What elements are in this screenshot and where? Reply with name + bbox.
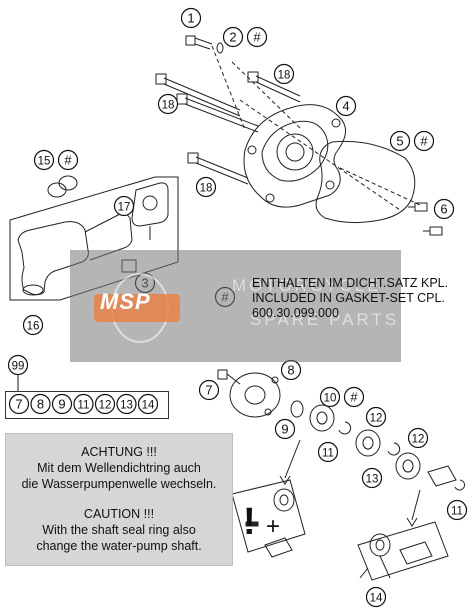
kit-item-8: 8 [30, 393, 51, 415]
svg-text:#: # [420, 134, 428, 149]
callout-c18b: 18 [157, 93, 179, 115]
callout-c5: 5 [389, 130, 411, 152]
kit-item-7: 7 [8, 393, 30, 415]
plus-icon: + [266, 513, 280, 540]
callout-c18a: 18 [273, 63, 295, 85]
svg-text:11: 11 [322, 448, 334, 460]
svg-text:16: 16 [27, 321, 40, 333]
warning-de-title: ACHTUNG !!! [81, 445, 157, 459]
svg-text:7: 7 [15, 397, 22, 412]
long-bolts [155, 71, 301, 185]
svg-text:99: 99 [12, 361, 25, 373]
callout-c12a: 12 [365, 406, 387, 428]
gasket-note-line2: INCLUDED IN GASKET-SET CPL. [252, 291, 445, 305]
svg-text:9: 9 [58, 397, 65, 412]
warning-en-title: CAUTION !!! [83, 507, 155, 521]
callout-c12b: 12 [407, 427, 429, 449]
warning-box: ACHTUNG !!! Mit dem Wellendichtring auch… [5, 433, 233, 566]
callout-c15: 15 [33, 149, 55, 171]
kit-item-12: 12 [94, 393, 116, 415]
shaft-seal-and-bearings [279, 400, 466, 579]
callout-layer: 12#345#678910#11111212131415#16171818189… [7, 7, 468, 608]
callout-c1: 1 [180, 7, 202, 29]
svg-text:#: # [350, 390, 358, 405]
callout-c10: 10 [319, 386, 341, 408]
msp-logo [94, 273, 180, 343]
kit-contents-box [5, 391, 169, 419]
callout-c17: 17 [113, 195, 135, 217]
svg-text:9: 9 [281, 422, 288, 437]
callout-c7: 7 [198, 379, 220, 401]
callout-c14: 14 [365, 586, 387, 608]
hash-marker-c10: # [343, 386, 365, 408]
svg-text:11: 11 [451, 506, 463, 518]
kit-item-13: 13 [116, 393, 137, 415]
svg-text:18: 18 [200, 183, 213, 195]
svg-text:17: 17 [118, 202, 131, 214]
warning-en-line1: With the shaft seal ring also [42, 523, 196, 537]
svg-text:2: 2 [229, 30, 236, 45]
short-bolts [408, 202, 443, 236]
gasket-note: ENTHALTEN IM DICHT.SATZ KPL. INCLUDED IN… [252, 276, 448, 321]
gasket-note-line3: 600.30.099.000 [252, 306, 339, 320]
svg-text:#: # [253, 30, 261, 45]
callout-c4: 4 [335, 95, 357, 117]
svg-text:8: 8 [37, 397, 44, 412]
impeller [217, 369, 281, 418]
hash-marker-c2: # [246, 26, 268, 48]
svg-text:10: 10 [324, 393, 337, 405]
svg-text:8: 8 [287, 363, 294, 378]
svg-text:18: 18 [162, 100, 175, 112]
callout-c2: 2 [222, 26, 244, 48]
svg-text:12: 12 [370, 413, 383, 425]
callout-c6: 6 [433, 198, 455, 220]
exclamation-icon: ! [243, 501, 256, 543]
svg-text:7: 7 [205, 383, 212, 398]
shaft-kit-panel-right [357, 521, 449, 581]
svg-text:18: 18 [278, 70, 291, 82]
svg-text:12: 12 [99, 400, 112, 412]
gasket-note-line1: ENTHALTEN IM DICHT.SATZ KPL. [252, 276, 449, 290]
svg-text:13: 13 [120, 400, 133, 412]
svg-text:#: # [64, 153, 72, 168]
callout-c18c: 18 [195, 176, 217, 198]
watermark-brand: MSP [100, 289, 151, 314]
svg-text:4: 4 [342, 99, 349, 114]
kit-item-14: 14 [137, 393, 159, 415]
kit-item-9: 9 [51, 393, 73, 415]
callout-c16: 16 [22, 314, 44, 336]
callout-c11b: 11 [446, 499, 468, 521]
drain-screw [185, 35, 224, 54]
water-pump-cover [243, 104, 346, 208]
watermark-text-1: MOTORCYCLE [232, 276, 382, 295]
gasket-ring [315, 140, 416, 224]
callout-c99: 99 [7, 354, 29, 376]
svg-text:14: 14 [142, 400, 155, 412]
svg-text:6: 6 [440, 202, 447, 217]
hash-marker-c15: # [57, 149, 79, 171]
shaft-kit-panel-left [231, 479, 306, 558]
svg-text:13: 13 [366, 474, 379, 486]
warning-de-line1: Mit dem Wellendichtring auch [37, 461, 201, 475]
svg-text:12: 12 [412, 434, 425, 446]
warning-de-line2: die Wasserpumpenwelle wechseln. [21, 477, 217, 491]
o-rings [47, 175, 78, 198]
svg-text:14: 14 [370, 593, 383, 605]
svg-text:1: 1 [187, 11, 194, 26]
hash-marker-c5: # [413, 130, 435, 152]
svg-text:15: 15 [38, 156, 51, 168]
warning-en-line2: change the water-pump shaft. [36, 539, 202, 553]
watermark-text-2: SPARE PARTS [250, 310, 400, 329]
callout-c9: 9 [274, 418, 296, 440]
svg-text:11: 11 [78, 400, 90, 412]
callout-c13: 13 [361, 467, 383, 489]
callout-c11a: 11 [317, 441, 339, 463]
kit-item-11: 11 [73, 393, 94, 415]
svg-text:5: 5 [396, 134, 403, 149]
